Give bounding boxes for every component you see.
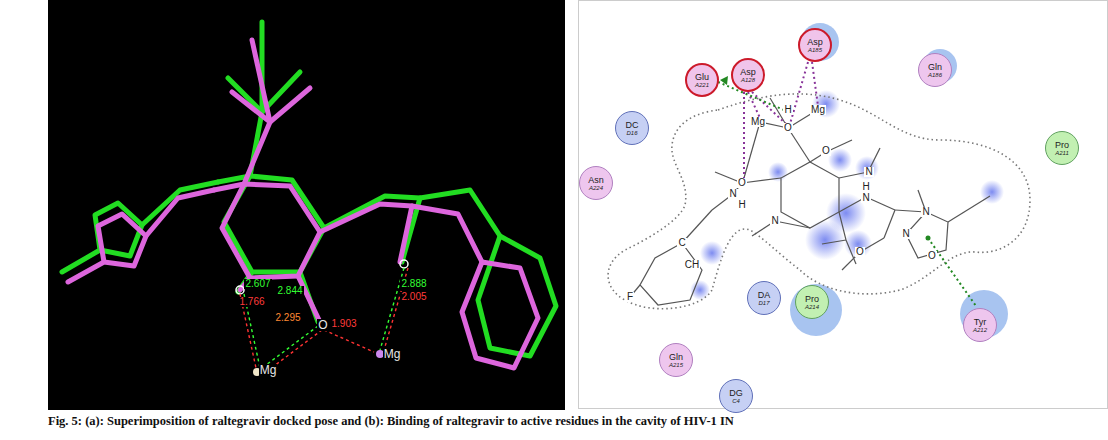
residue-circle: GlnA186 — [918, 53, 952, 87]
residue-circle: DAD17 — [747, 281, 781, 315]
residue-name: Asn — [588, 175, 604, 185]
residue-id: A224 — [589, 185, 603, 192]
residue-name: Gln — [928, 62, 942, 72]
pocket-contour — [608, 94, 1030, 309]
residue-name: Asp — [807, 37, 823, 47]
figure-caption: Fig. 5: (a): Superimposition of raltegra… — [48, 414, 734, 429]
residue-name: Tyr — [974, 317, 987, 327]
atom-label: H — [861, 182, 870, 192]
atom-label: F — [626, 292, 634, 302]
residue-circle: ProA214 — [795, 285, 829, 319]
distance-lines — [240, 268, 408, 372]
residue-id: C4 — [732, 398, 740, 405]
atom-label: H — [783, 105, 792, 115]
atom-label: Mg — [259, 364, 278, 376]
atom-label: O — [821, 146, 831, 156]
residue-circle: AsnA224 — [579, 166, 613, 200]
residue-id: A186 — [928, 72, 942, 79]
residue-circle: TyrA212 — [963, 308, 997, 342]
molecule-magenta — [68, 40, 538, 368]
interaction-lines — [718, 62, 976, 306]
atom-label: O — [737, 178, 747, 188]
carbonyl-oxygens — [236, 260, 408, 294]
residue-id: A211 — [1055, 150, 1069, 157]
distance-label: 2.888 — [400, 279, 427, 289]
exposure-blobs — [690, 90, 1004, 300]
panel-frame — [579, 1, 1108, 409]
residue-name: Gln — [669, 352, 683, 362]
residue-name: Pro — [1055, 140, 1069, 150]
atom-label: O — [927, 251, 937, 261]
ligand-bonds — [630, 98, 990, 305]
arrow-head — [720, 76, 728, 85]
residue-name: DC — [626, 120, 639, 130]
residue-id: D16 — [626, 130, 637, 137]
residue-circle: ProA211 — [1045, 131, 1079, 165]
distance-label: 2.295 — [274, 313, 301, 323]
residue-name: Asp — [740, 67, 756, 77]
atom-label: O — [855, 247, 865, 257]
residue-circle: GlnA215 — [659, 343, 693, 377]
distance-label: 2.607 — [244, 279, 271, 289]
atom-label: Mg — [383, 348, 402, 360]
residue-name: DA — [758, 290, 771, 300]
atom-label: N — [728, 189, 737, 199]
residue-id: A215 — [669, 362, 683, 369]
molecule-green — [62, 22, 556, 356]
atom-label: N — [864, 167, 873, 177]
ring-centroid — [926, 236, 931, 241]
residue-id: A212 — [973, 327, 987, 334]
residue-id: D17 — [758, 300, 769, 307]
distance-label: 1.903 — [330, 319, 357, 329]
distance-label: 2.005 — [400, 292, 427, 302]
atom-label: H — [737, 200, 746, 210]
atom-label: N — [921, 207, 930, 217]
atom-label: Mg — [810, 105, 826, 115]
atom-label: C — [677, 238, 686, 248]
atom-label: N — [770, 216, 779, 226]
atom-label: CH — [684, 260, 700, 270]
residue-circle: AspA128 — [731, 58, 765, 92]
residue-id: A214 — [805, 304, 819, 311]
residue-circle: DCD16 — [615, 111, 649, 145]
residue-name: DG — [729, 388, 743, 398]
residue-id: A185 — [808, 47, 822, 54]
atom-label: N — [861, 193, 870, 203]
atom-label: O — [317, 319, 328, 331]
atom-label: Mg — [750, 117, 766, 127]
residue-name: Pro — [805, 294, 819, 304]
residue-circle: GluA221 — [685, 63, 719, 97]
atom-label: O — [783, 123, 793, 133]
residue-id: A128 — [741, 77, 755, 84]
distance-label: 2.844 — [276, 286, 303, 296]
residue-id: A221 — [695, 82, 709, 89]
atom-label: N — [901, 229, 910, 239]
residue-name: Glu — [695, 72, 709, 82]
panel-ground — [48, 0, 565, 410]
residue-circle: AspA185 — [798, 28, 832, 62]
distance-label: 1.766 — [238, 297, 265, 307]
residue-circle: DGC4 — [719, 379, 753, 413]
